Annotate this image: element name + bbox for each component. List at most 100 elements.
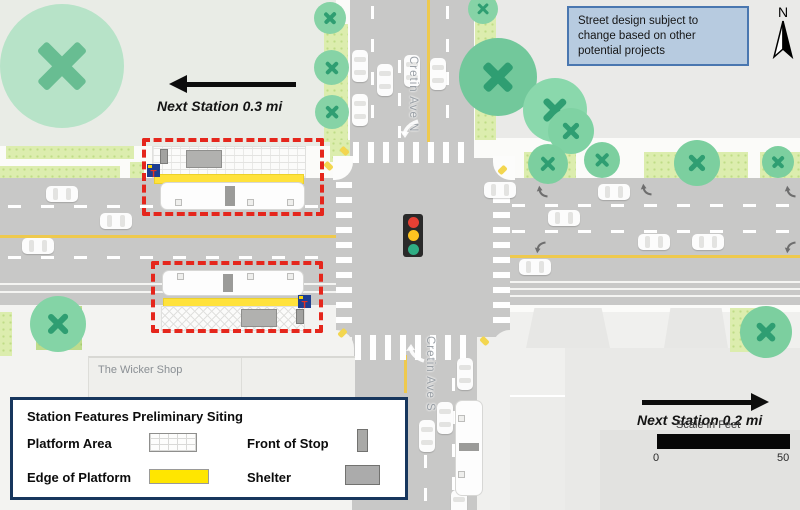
transit-sign-letter: T — [301, 300, 308, 311]
car — [519, 259, 551, 275]
legend-item-shelter: Shelter — [247, 470, 292, 485]
legend-item-edge-of-platform: Edge of Platform — [27, 470, 132, 485]
lane-line — [512, 204, 798, 207]
label-leader-arrow — [404, 342, 426, 369]
driveway-west — [526, 308, 610, 348]
bus-articulation-joint — [225, 186, 235, 206]
intersection-north-extension — [336, 158, 510, 180]
station-siting-boundary-north — [142, 138, 324, 216]
annotation-note: Street design subject to change based on… — [567, 6, 749, 66]
tree — [315, 95, 349, 129]
car — [598, 184, 630, 200]
tree — [0, 4, 124, 128]
signal-yellow — [407, 230, 419, 241]
boulevard-strip — [6, 146, 134, 159]
scale-bar — [657, 434, 790, 449]
lane-line — [512, 230, 798, 233]
front-of-stop-south — [296, 309, 304, 324]
platform-area-swatch — [149, 433, 197, 452]
car — [437, 402, 453, 434]
annotation-note-text: Street design subject to change based on… — [578, 15, 699, 57]
scale-max: 50 — [777, 452, 790, 464]
road-east-west — [0, 178, 800, 305]
transit-sign-letter: T — [150, 169, 157, 180]
curb-corner-nw — [333, 156, 353, 180]
next-station-east-arrow — [642, 393, 769, 411]
north-arrow-icon: N — [768, 4, 798, 63]
shelter-swatch — [345, 465, 380, 485]
next-station-west-arrow — [169, 75, 296, 93]
tree — [740, 306, 792, 358]
intersection-south-extension — [336, 303, 510, 337]
centerline-east — [510, 255, 800, 258]
traffic-light-icon — [403, 214, 423, 257]
centerline-west — [0, 235, 336, 238]
north-label: N — [777, 4, 789, 20]
boulevard-strip — [0, 166, 120, 178]
bus-door — [177, 273, 184, 280]
lane-line — [452, 378, 455, 508]
front-of-stop-swatch — [357, 429, 368, 452]
signal-red — [407, 216, 419, 228]
crosswalk-north — [353, 142, 469, 163]
car — [419, 420, 435, 452]
car — [22, 238, 54, 254]
next-station-east-label: Next Station 0.2 mi — [637, 412, 763, 428]
turn-arrow-marking — [784, 236, 797, 254]
tree — [762, 146, 794, 178]
car — [404, 55, 420, 87]
brt-bus-north — [160, 182, 305, 210]
scale-min: 0 — [653, 452, 660, 464]
car — [430, 58, 446, 90]
tree — [584, 142, 620, 178]
lane-line — [398, 60, 401, 138]
centerline-south — [404, 355, 407, 393]
edge-line — [510, 281, 800, 283]
car — [548, 210, 580, 226]
street-label-cretin-ave-n: Cretin Ave N — [407, 56, 419, 133]
car — [457, 358, 473, 390]
bus-door — [287, 199, 294, 206]
front-of-stop-north — [160, 149, 168, 164]
station-siting-boundary-south — [151, 261, 323, 333]
car — [484, 182, 516, 198]
tree — [314, 2, 346, 34]
metro-transit-t-sign-icon: T — [147, 164, 160, 180]
arrow-head-left-icon — [169, 75, 187, 93]
building-divider — [241, 358, 242, 400]
crosswalk-east — [493, 182, 510, 332]
next-station-west-label: Next Station 0.3 mi — [157, 98, 283, 114]
driveway-east — [664, 308, 728, 348]
bus-articulation-joint — [459, 443, 479, 451]
edge-line — [510, 288, 800, 290]
shelter-north — [186, 150, 222, 168]
centerline-north — [427, 0, 430, 142]
signal-green — [407, 243, 419, 255]
tree — [674, 140, 720, 186]
car — [100, 213, 132, 229]
car — [46, 186, 78, 202]
car — [352, 50, 368, 82]
scale-bar-title: Scale in Feet — [676, 419, 741, 431]
building-label-wicker-shop: The Wicker Shop — [98, 364, 183, 376]
bus-door — [287, 273, 294, 280]
tree — [528, 144, 568, 184]
legend-item-front-of-stop: Front of Stop — [247, 436, 329, 451]
legend-title: Station Features Preliminary Siting — [27, 409, 243, 424]
planting-bed — [130, 162, 144, 178]
bus-door — [175, 199, 182, 206]
building-southeast-small — [510, 395, 568, 510]
compass-needle — [772, 20, 794, 60]
lane-line — [446, 6, 449, 138]
metro-transit-t-sign-icon: T — [298, 295, 311, 311]
bus-door — [247, 273, 254, 280]
legend-item-platform-area: Platform Area — [27, 436, 112, 451]
bus-door — [458, 471, 465, 478]
arrow-head-right-icon — [751, 393, 769, 411]
label-leader-arrow — [398, 118, 420, 145]
bus-southbound — [455, 400, 483, 496]
bus-door — [458, 415, 465, 422]
street-label-cretin-ave-s: Cretin Ave S — [424, 336, 436, 412]
lane-line — [371, 6, 374, 138]
edge-of-platform-swatch — [149, 469, 209, 484]
